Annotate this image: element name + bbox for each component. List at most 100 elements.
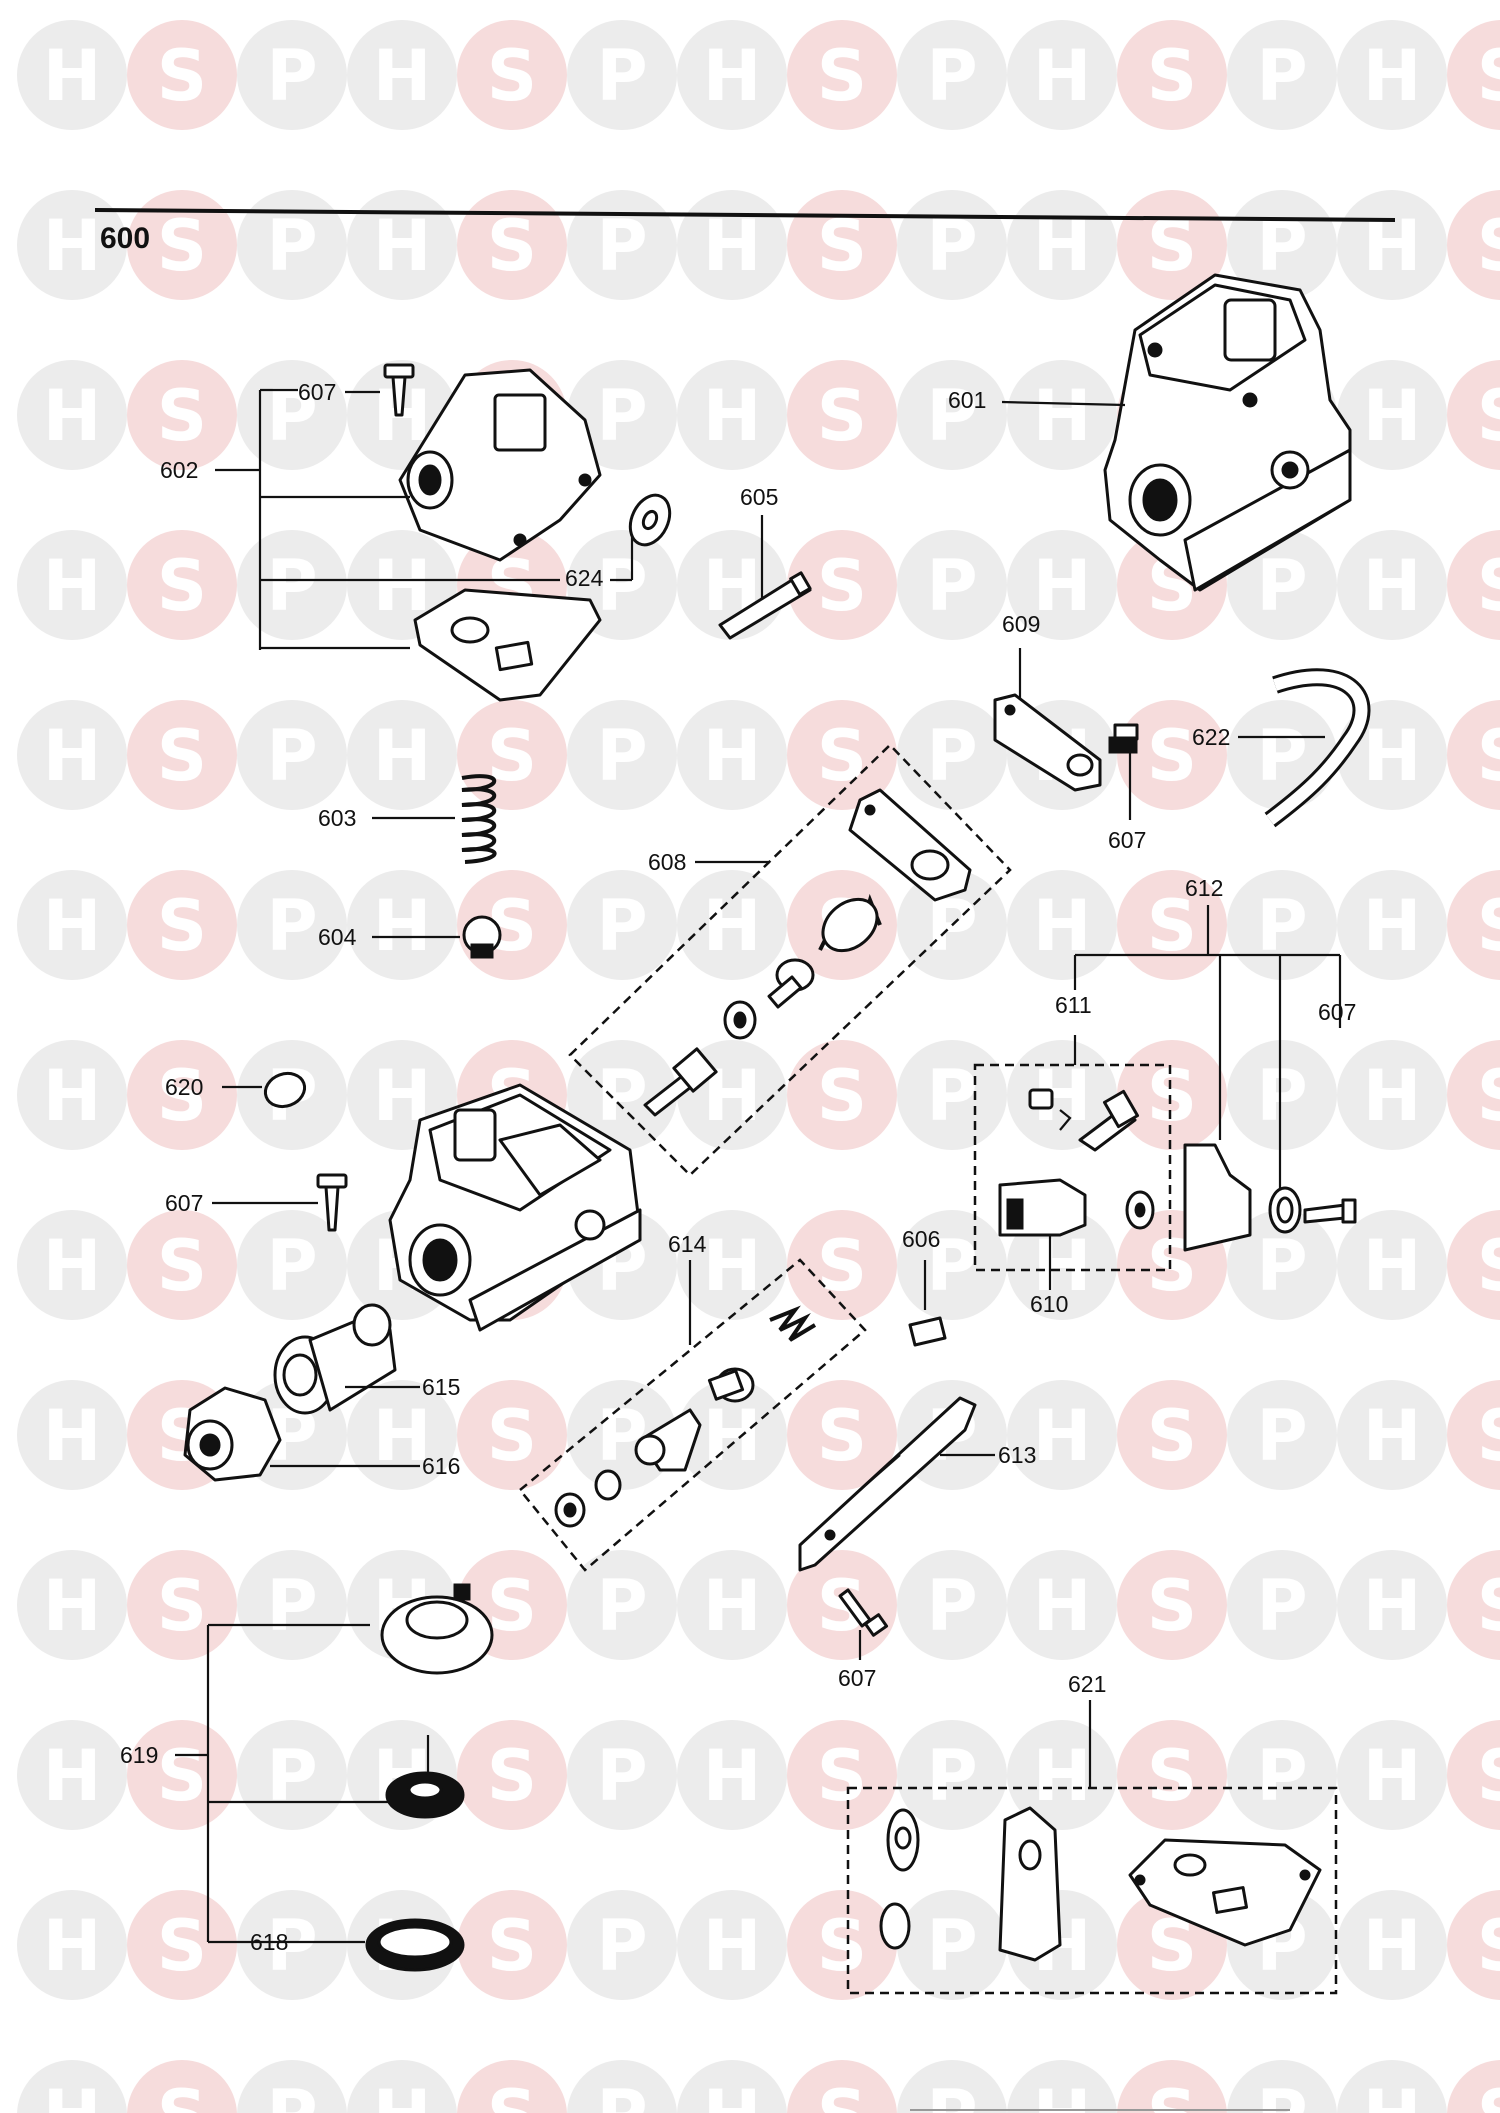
svg-text:H: H [43, 885, 102, 967]
svg-text:S: S [1477, 1905, 1500, 1987]
watermark-tile: P [567, 190, 677, 300]
label-618: 618 [250, 1929, 288, 1955]
svg-text:P: P [596, 1905, 647, 1987]
svg-text:P: P [266, 545, 317, 627]
watermark-tile: S [787, 530, 897, 640]
part-607-screw-right-upper [1108, 723, 1139, 754]
svg-text:P: P [926, 1225, 977, 1307]
watermark-tile: P [237, 1890, 347, 2000]
part-621-gasket-plate [998, 1806, 1062, 1962]
watermark-tile: P [1227, 870, 1337, 980]
watermark-tile: H [677, 190, 787, 300]
label-612: 612 [1185, 875, 1223, 901]
svg-text:P: P [1256, 885, 1307, 967]
label-601: 601 [948, 387, 986, 413]
svg-text:P: P [1256, 715, 1307, 797]
svg-text:S: S [1477, 885, 1500, 967]
svg-text:S: S [1147, 715, 1197, 797]
svg-text:S: S [817, 1055, 867, 1137]
watermark-tile: H [1007, 530, 1117, 640]
watermark-tile: P [567, 1720, 677, 1830]
watermark-tile: P [1227, 1210, 1337, 1320]
watermark-tile: P [567, 1550, 677, 1660]
label-614: 614 [668, 1231, 707, 1257]
svg-text:S: S [817, 375, 867, 457]
watermark-tile: H [1337, 1040, 1447, 1150]
label-607-right-mid: 607 [1318, 999, 1356, 1025]
label-610: 610 [1030, 1291, 1068, 1317]
svg-text:S: S [1477, 2075, 1500, 2113]
svg-text:S: S [487, 1735, 537, 1817]
svg-text:S: S [157, 1055, 207, 1137]
watermark-tile: H [677, 1720, 787, 1830]
part-621-washer-small [886, 1808, 920, 1872]
watermark-tile: S [1447, 360, 1500, 470]
watermark-tile: H [347, 190, 457, 300]
watermark-tile: S [457, 1720, 567, 1830]
svg-text:P: P [596, 35, 647, 117]
svg-text:S: S [487, 205, 537, 287]
group-614-boundary [518, 1258, 867, 1572]
part-614-spring [769, 1305, 817, 1342]
watermark-tile: S [1447, 2060, 1500, 2113]
svg-text:H: H [1033, 885, 1092, 967]
watermark-tile: P [237, 20, 347, 130]
svg-text:P: P [596, 205, 647, 287]
part-614-tee [634, 1408, 702, 1472]
svg-text:S: S [157, 885, 207, 967]
svg-text:H: H [703, 1735, 762, 1817]
part-607-screw-bottom [838, 1588, 889, 1637]
part-614-nipple [707, 1367, 755, 1403]
svg-text:H: H [43, 1225, 102, 1307]
part-603-spring [461, 774, 497, 864]
watermark-tile: S [127, 870, 237, 980]
label-609: 609 [1002, 611, 1040, 637]
part-613-bracket [798, 1396, 977, 1572]
watermark-tile: H [677, 20, 787, 130]
watermark-tile: H [1337, 2060, 1447, 2113]
header-rule [94, 208, 1396, 222]
svg-text:S: S [157, 1905, 207, 1987]
part-612-housing [1183, 1143, 1252, 1252]
watermark-tile: H [17, 20, 127, 130]
watermark-tile: H [1007, 360, 1117, 470]
label-607-right-upper: 607 [1108, 827, 1146, 853]
svg-text:P: P [266, 1905, 317, 1987]
label-616: 616 [422, 1453, 460, 1479]
part-619-diaphragm [385, 1735, 465, 1819]
label-608: 608 [648, 849, 686, 875]
group-611-boundary [973, 1063, 1172, 1272]
part-608-washer [723, 1000, 757, 1040]
svg-text:P: P [926, 1565, 977, 1647]
watermark-tile: S [787, 1720, 897, 1830]
label-613: 613 [998, 1442, 1036, 1468]
watermark-tile: S [1117, 1720, 1227, 1830]
part-608-plate [848, 788, 972, 902]
watermark-tile: P [897, 530, 1007, 640]
svg-text:S: S [1477, 35, 1500, 117]
part-614-washers [554, 1469, 622, 1528]
svg-text:S: S [157, 375, 207, 457]
svg-text:H: H [373, 35, 432, 117]
svg-text:P: P [266, 1225, 317, 1307]
watermark-tile: H [1007, 1040, 1117, 1150]
watermark-tile: S [787, 1040, 897, 1150]
svg-text:S: S [1147, 1395, 1197, 1477]
svg-text:H: H [1033, 375, 1092, 457]
svg-text:H: H [43, 1055, 102, 1137]
watermark-tile: S [1447, 700, 1500, 810]
watermark-tile: P [567, 1890, 677, 2000]
watermark-tile: H [17, 1890, 127, 2000]
svg-text:P: P [596, 375, 647, 457]
watermark-tile: H [347, 2060, 457, 2113]
part-607-screw-right-mid [1303, 1198, 1357, 1224]
watermark-tile: S [1117, 2060, 1227, 2113]
group-608-boundary [568, 743, 1012, 1177]
svg-text:H: H [373, 205, 432, 287]
watermark-tile: P [237, 1210, 347, 1320]
svg-text:S: S [1147, 35, 1197, 117]
group-621-boundary [846, 1786, 1338, 1995]
watermark-tile: H [347, 870, 457, 980]
watermark-tile: P [567, 20, 677, 130]
watermark-tile: H [677, 1210, 787, 1320]
